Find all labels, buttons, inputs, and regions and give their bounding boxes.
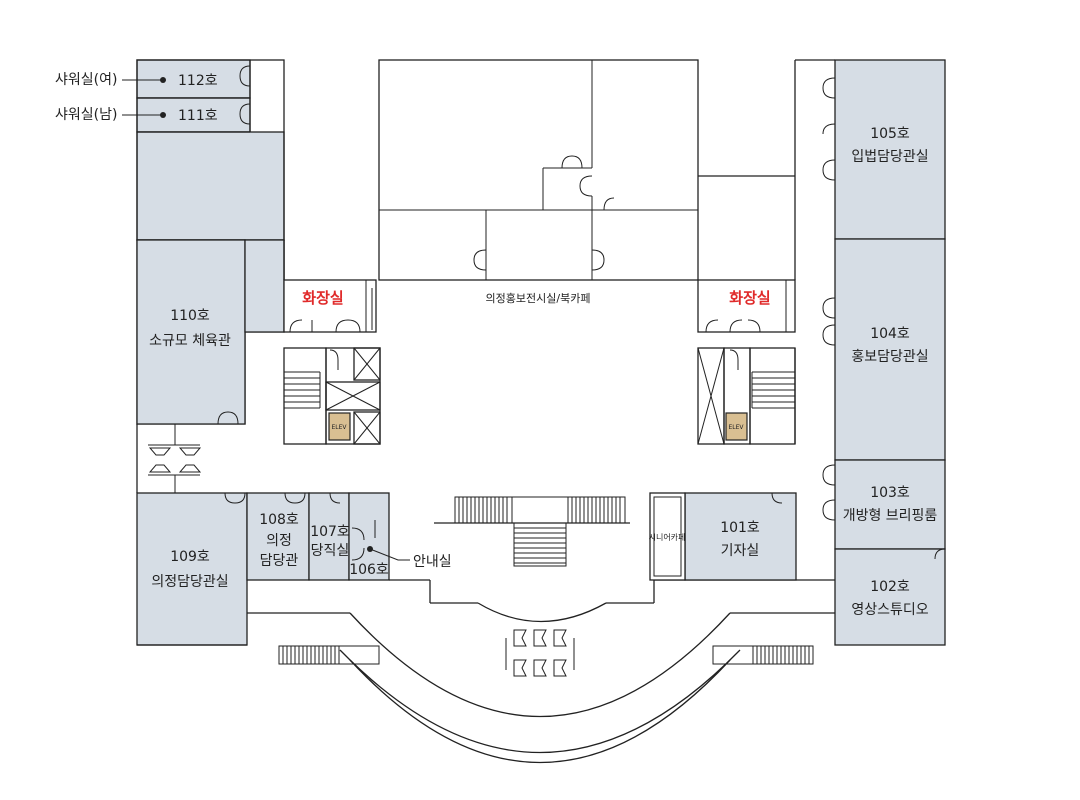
room-106[interactable]: [348, 492, 390, 581]
callout-shower-female: 샤워실(여): [55, 72, 117, 88]
senior-cafe[interactable]: [649, 492, 686, 581]
room-105-name: 입법담당관실: [851, 149, 928, 165]
room-102[interactable]: [834, 548, 946, 646]
room-112[interactable]: [136, 59, 251, 99]
room-110-name: 소규모 체육관: [149, 333, 231, 349]
elevator-left[interactable]: [328, 412, 351, 441]
left-stairwell: [283, 347, 381, 445]
room-104[interactable]: [834, 238, 946, 461]
callout-info: 안내실: [413, 554, 452, 570]
room-109-name: 의정담당관실: [151, 574, 228, 590]
left-railing: [278, 645, 380, 665]
room-107[interactable]: [308, 492, 350, 581]
room-111-label: 111호: [178, 108, 218, 124]
room-107-number: 107호: [310, 524, 350, 540]
central-staircase: [454, 496, 626, 567]
left-wing-corridor: [136, 131, 285, 241]
main-entrance-doors: [505, 629, 575, 677]
callout-shower-male: 샤워실(남): [55, 107, 117, 123]
elevator-right[interactable]: [725, 412, 748, 441]
exhibition-hall-label: 의정홍보전시실/북카페: [486, 291, 591, 305]
elevator-right-label: ELEV: [728, 424, 744, 431]
room-108-name-1: 의정: [266, 533, 292, 549]
restroom-right[interactable]: [697, 279, 796, 333]
right-stairwell: [697, 347, 796, 445]
room-101-number: 101호: [720, 520, 760, 536]
room-108-name-2: 담당관: [260, 553, 299, 569]
room-101-name: 기자실: [721, 543, 760, 559]
room-103-name: 개방형 브리핑룸: [843, 508, 938, 524]
curved-facade-outer: [339, 649, 741, 753]
room-108-number: 108호: [259, 512, 299, 528]
restroom-left-label: 화장실: [302, 289, 343, 307]
room-107-name: 당직실: [311, 543, 350, 559]
restroom-right-label: 화장실: [729, 289, 770, 307]
restroom-left[interactable]: [283, 279, 377, 333]
room-106-number: 106호: [349, 562, 389, 578]
senior-cafe-label: 시니어카페: [649, 532, 686, 542]
room-105-number: 105호: [870, 126, 910, 142]
room-102-name: 영상스튜디오: [851, 602, 928, 618]
room-112-label: 112호: [178, 73, 218, 89]
room-103-number: 103호: [870, 485, 910, 501]
room-110-number: 110호: [170, 308, 210, 324]
room-104-name: 홍보담당관실: [851, 349, 928, 365]
exhibition-hall-block: [378, 59, 699, 281]
right-railing: [712, 645, 814, 665]
room-103[interactable]: [834, 459, 946, 550]
room-104-number: 104호: [870, 326, 910, 342]
room-109-number: 109호: [170, 549, 210, 565]
curved-facade-inner: [349, 612, 731, 717]
room-102-number: 102호: [870, 579, 910, 595]
room-108[interactable]: [246, 492, 310, 581]
room-105[interactable]: [834, 59, 946, 240]
elevator-left-label: ELEV: [331, 424, 347, 431]
left-entrance-doors: [148, 424, 202, 493]
room-109[interactable]: [136, 492, 248, 646]
room-101[interactable]: [684, 492, 797, 581]
